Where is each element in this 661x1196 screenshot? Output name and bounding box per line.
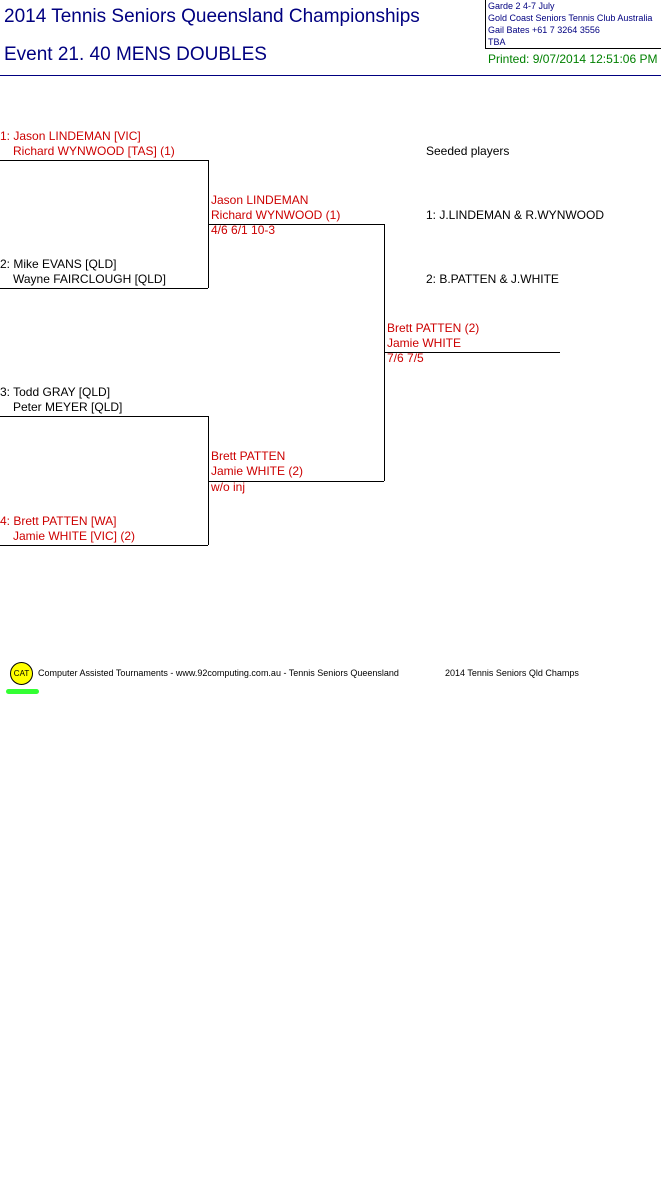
- seed-item-1: 1: J.LINDEMAN & R.WYNWOOD: [426, 208, 605, 222]
- r2-entry-1-player-2: Richard WYNWOOD (1): [211, 208, 341, 222]
- r1-line-2: [0, 288, 208, 289]
- cat-logo: CAT: [10, 662, 33, 685]
- info-box-bottom-border: [485, 48, 661, 49]
- info-venue: Gold Coast Seniors Tennis Club Australia: [488, 13, 653, 23]
- info-box-left-border: [485, 0, 486, 48]
- final-player-2: Jamie WHITE: [387, 336, 462, 350]
- final-score: 7/6 7/5: [387, 351, 424, 365]
- info-contact: Gail Bates +61 7 3264 3556: [488, 25, 600, 35]
- cat-logo-underline: [6, 689, 39, 694]
- r1-entry-4-player-2: Jamie WHITE [VIC] (2): [13, 529, 136, 543]
- printed-timestamp: Printed: 9/07/2014 12:51:06 PM: [488, 52, 658, 66]
- r1-entry-4-player-1: 4: Brett PATTEN [WA]: [0, 514, 117, 528]
- r2-entry-2-player-2: Jamie WHITE (2): [211, 464, 304, 478]
- r1-line-3: [0, 416, 208, 417]
- r1-entry-1-player-2: Richard WYNWOOD [TAS] (1): [13, 144, 175, 158]
- r1-entry-2-player-1: 2: Mike EVANS [QLD]: [0, 257, 117, 271]
- r1-connector-bottom: [208, 416, 209, 545]
- header-divider: [0, 75, 661, 76]
- footer-credit: Computer Assisted Tournaments - www.92co…: [38, 668, 399, 678]
- r2-entry-2-score: w/o inj: [211, 480, 246, 494]
- footer-event-name: 2014 Tennis Seniors Qld Champs: [445, 668, 579, 678]
- r1-line-4: [0, 545, 208, 546]
- r2-entry-1-score: 4/6 6/1 10-3: [211, 223, 276, 237]
- seed-item-2: 2: B.PATTEN & J.WHITE: [426, 272, 559, 286]
- r2-line-1: [208, 224, 384, 225]
- final-player-1: Brett PATTEN (2): [387, 321, 480, 335]
- r2-entry-1-player-1: Jason LINDEMAN: [211, 193, 309, 207]
- event-title: Event 21. 40 MENS DOUBLES: [4, 44, 267, 65]
- info-tba: TBA: [488, 37, 506, 47]
- r2-entry-2-player-1: Brett PATTEN: [211, 449, 286, 463]
- r1-entry-2-player-2: Wayne FAIRCLOUGH [QLD]: [13, 272, 166, 286]
- r1-entry-1-player-1: 1: Jason LINDEMAN [VIC]: [0, 129, 141, 143]
- page-title: 2014 Tennis Seniors Queensland Champions…: [4, 6, 420, 27]
- r1-entry-3-player-2: Peter MEYER [QLD]: [13, 400, 123, 414]
- seeds-heading: Seeded players: [426, 144, 510, 158]
- final-line: [384, 352, 560, 353]
- r2-line-2: [208, 481, 384, 482]
- info-grade-dates: Garde 2 4-7 July: [488, 1, 555, 11]
- r1-line-1: [0, 160, 208, 161]
- r1-entry-3-player-1: 3: Todd GRAY [QLD]: [0, 385, 111, 399]
